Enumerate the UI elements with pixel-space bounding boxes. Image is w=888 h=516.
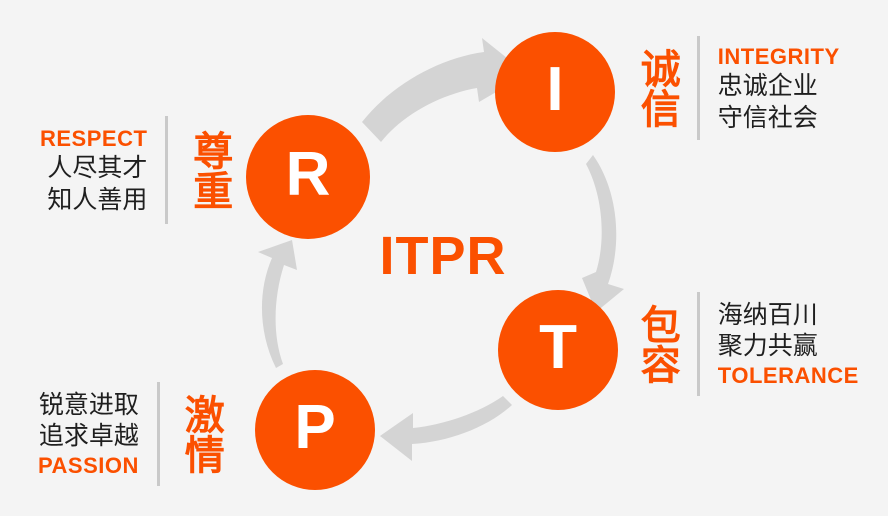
value-block-respect[interactable]: RESPECT 人尽其才 知人善用 尊重 bbox=[40, 116, 233, 224]
passion-cn-line-1: 锐意进取 bbox=[38, 389, 139, 419]
arrow-t-to-p-icon bbox=[380, 396, 512, 461]
integrity-cn-title: 诚信 bbox=[633, 48, 680, 128]
arrow-i-to-t-icon bbox=[582, 155, 624, 312]
tolerance-cn-line-2: 聚力共赢 bbox=[717, 331, 818, 361]
respect-cn-title: 尊重 bbox=[186, 130, 233, 210]
node-circle-respect[interactable]: R bbox=[246, 115, 370, 239]
passion-cn-title: 激情 bbox=[177, 394, 224, 474]
tolerance-en-label: TOLERANCE bbox=[717, 362, 859, 388]
node-letter-p: P bbox=[294, 393, 336, 462]
passion-detail: 锐意进取 追求卓越 PASSION bbox=[38, 389, 139, 480]
arrow-p-to-r-icon bbox=[258, 240, 297, 368]
passion-cn-line-2: 追求卓越 bbox=[38, 421, 139, 451]
respect-cn-line-2: 知人善用 bbox=[47, 184, 148, 214]
passion-divider bbox=[156, 382, 160, 486]
respect-detail: RESPECT 人尽其才 知人善用 bbox=[40, 125, 147, 216]
center-wordmark: ITPR bbox=[379, 226, 507, 286]
respect-divider bbox=[165, 116, 169, 224]
respect-cn-line-1: 人尽其才 bbox=[47, 153, 148, 183]
integrity-en-label: INTEGRITY bbox=[717, 43, 840, 69]
value-block-passion[interactable]: 锐意进取 追求卓越 PASSION 激情 bbox=[38, 382, 224, 486]
integrity-cn-line-2: 守信社会 bbox=[717, 102, 818, 132]
integrity-detail: INTEGRITY 忠诚企业 守信社会 bbox=[718, 43, 840, 134]
value-block-tolerance[interactable]: 包容 海纳百川 聚力共赢 TOLERANCE bbox=[634, 292, 859, 396]
tolerance-cn-line-1: 海纳百川 bbox=[717, 299, 818, 329]
integrity-divider bbox=[696, 36, 700, 140]
node-letter-t: T bbox=[539, 313, 577, 382]
respect-en-label: RESPECT bbox=[40, 125, 148, 151]
tolerance-detail: 海纳百川 聚力共赢 TOLERANCE bbox=[718, 299, 859, 390]
value-block-integrity[interactable]: 诚信 INTEGRITY 忠诚企业 守信社会 bbox=[634, 36, 840, 140]
integrity-cn-line-1: 忠诚企业 bbox=[717, 71, 818, 101]
tolerance-divider bbox=[696, 292, 700, 396]
tolerance-cn-title: 包容 bbox=[633, 304, 680, 384]
passion-en-label: PASSION bbox=[38, 452, 139, 478]
node-circle-tolerance[interactable]: T bbox=[498, 290, 618, 410]
node-letter-r: R bbox=[285, 140, 331, 209]
node-circle-passion[interactable]: P bbox=[255, 370, 375, 490]
node-circle-integrity[interactable]: I bbox=[495, 32, 615, 152]
node-letter-i: I bbox=[546, 55, 564, 124]
